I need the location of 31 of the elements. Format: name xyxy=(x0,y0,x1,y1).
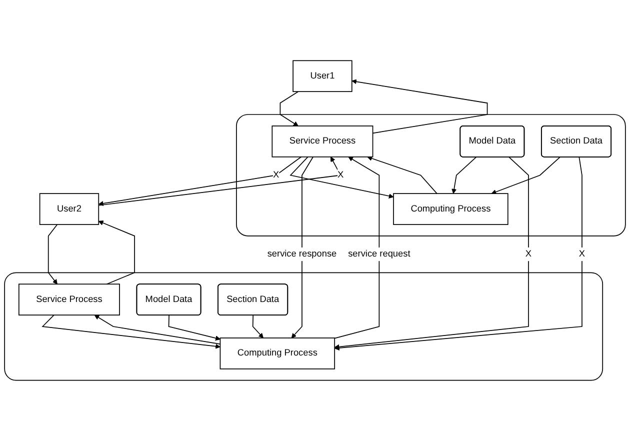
arrow xyxy=(291,156,314,338)
arrow xyxy=(252,314,264,338)
cluster xyxy=(236,114,626,236)
arrow xyxy=(290,156,394,198)
node-box: Service Process xyxy=(272,126,374,158)
arrow xyxy=(452,156,477,194)
arrow xyxy=(334,156,529,350)
arrow xyxy=(352,79,488,134)
edge-label: service request xyxy=(348,249,410,259)
node-box: User1 xyxy=(292,60,352,92)
edge-label: X xyxy=(578,249,586,259)
edge-label: X xyxy=(525,249,532,259)
node-box: Service Process xyxy=(18,284,120,316)
edge-label: X xyxy=(338,170,344,180)
arrow xyxy=(280,91,299,126)
arrow xyxy=(367,156,438,194)
arrow xyxy=(334,156,582,350)
arrow xyxy=(334,156,380,339)
arrow xyxy=(98,156,302,206)
arrow xyxy=(94,314,221,344)
arrow xyxy=(48,224,58,284)
edge-label: X xyxy=(272,170,280,180)
arrow xyxy=(491,156,560,194)
cluster xyxy=(4,272,604,381)
arrow xyxy=(42,314,220,349)
edge-label: service response xyxy=(267,249,337,259)
node-box: Computing Process xyxy=(220,338,336,370)
node-box: Computing Process xyxy=(393,193,508,225)
arrow xyxy=(98,220,135,285)
arrow xyxy=(168,314,220,341)
node-box: User2 xyxy=(39,193,100,225)
